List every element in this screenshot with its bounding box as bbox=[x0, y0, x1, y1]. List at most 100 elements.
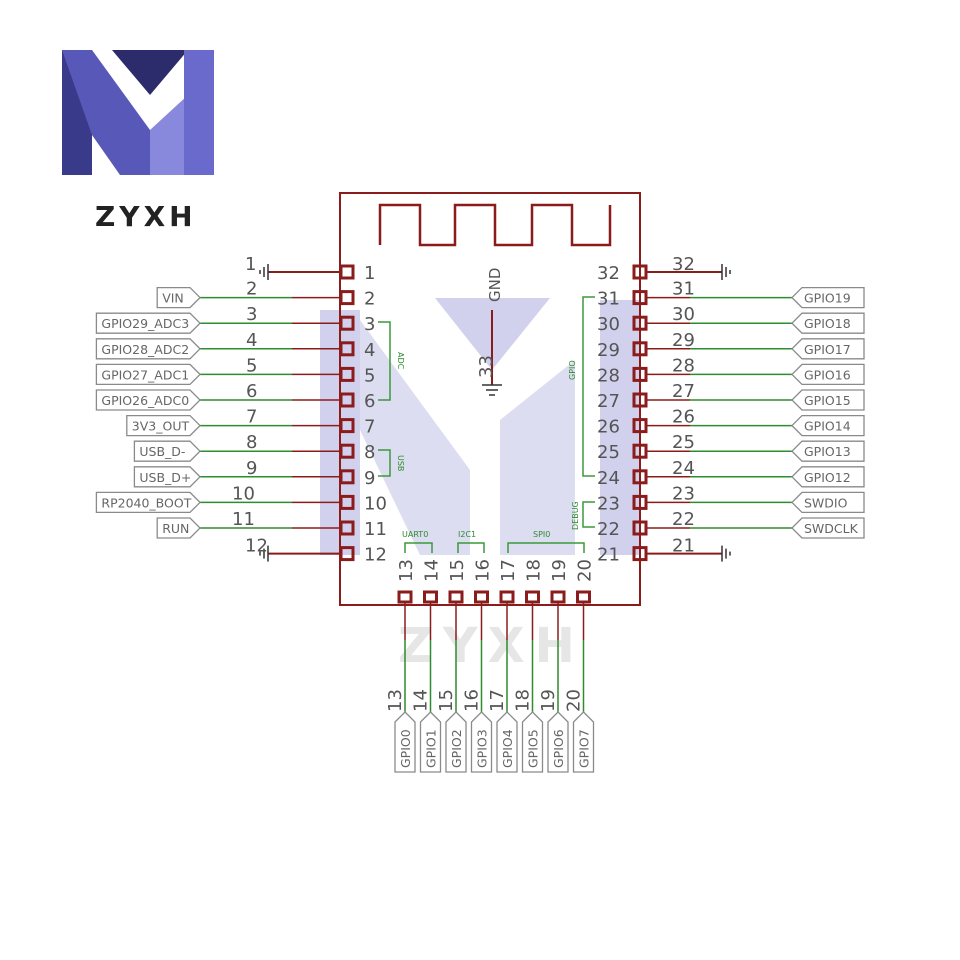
gnd-pin-33: GND 33 bbox=[476, 268, 504, 396]
pin-pad bbox=[632, 469, 648, 485]
group-label-debug: DEBUG bbox=[571, 501, 580, 530]
pin-number-outside: 27 bbox=[672, 381, 695, 402]
pin-number-outside: 16 bbox=[462, 689, 483, 712]
pin-label-tag bbox=[445, 711, 467, 773]
pin-number-outside: 3 bbox=[246, 304, 257, 325]
pin-label-tag bbox=[419, 711, 442, 773]
pin-pad bbox=[339, 418, 355, 434]
pin-number-inside: 21 bbox=[597, 545, 620, 566]
pin-label: GPIO27_ADC1 bbox=[101, 367, 189, 382]
pin-pad bbox=[632, 443, 648, 459]
watermark-text: ZYXH bbox=[398, 618, 585, 674]
pin-number-inside: 32 bbox=[597, 263, 620, 284]
pin-number-inside: 17 bbox=[498, 559, 519, 582]
pin-number-inside: 18 bbox=[524, 559, 545, 582]
pin-number-outside: 2 bbox=[246, 279, 257, 300]
pin-label: 3V3_OUT bbox=[132, 419, 190, 434]
pin-number-inside: 19 bbox=[549, 559, 570, 582]
pin-label: GPIO2 bbox=[449, 729, 464, 768]
pin-label: GPIO14 bbox=[804, 419, 851, 434]
pin-label: GPIO6 bbox=[551, 729, 566, 768]
pin-number-outside: 8 bbox=[246, 432, 257, 453]
pin-label-tag bbox=[791, 440, 865, 462]
pin-number-inside: 4 bbox=[364, 340, 375, 361]
brand-name: ZYXH bbox=[95, 200, 197, 233]
pin-number-inside: 28 bbox=[597, 365, 620, 386]
pin-number-inside: 13 bbox=[396, 559, 417, 582]
pin-number-inside: 20 bbox=[575, 559, 596, 582]
group-label-spi: SPI0 bbox=[533, 530, 550, 539]
pin-number-outside: 17 bbox=[487, 689, 508, 712]
pin-label-tag bbox=[470, 711, 493, 773]
pin-number-outside: 4 bbox=[246, 330, 257, 351]
pin-label: GPIO4 bbox=[500, 729, 515, 768]
pin-number-inside: 8 bbox=[364, 442, 375, 463]
pin-label: GPIO28_ADC2 bbox=[101, 342, 189, 357]
pin-number-inside: 14 bbox=[422, 559, 443, 582]
ground-symbol bbox=[259, 264, 269, 280]
pin-number-inside: 11 bbox=[364, 519, 387, 540]
pin-pad bbox=[499, 590, 515, 604]
group-label-uart: UART0 bbox=[402, 530, 428, 539]
group-labels: ADC USB GPIO DEBUG UART0 I2C1 SPI0 bbox=[396, 352, 580, 539]
antenna-trace bbox=[378, 203, 612, 247]
pin-number-outside: 25 bbox=[672, 432, 695, 453]
pin-pad bbox=[339, 546, 355, 562]
pin-number-inside: 25 bbox=[597, 442, 620, 463]
pin-label-tag bbox=[791, 517, 865, 539]
pin-label-tag bbox=[95, 312, 201, 334]
pin-pad bbox=[339, 494, 355, 510]
pin-label: USB_D- bbox=[139, 444, 185, 459]
pin-pad bbox=[632, 290, 648, 306]
pin-number-inside: 22 bbox=[597, 519, 620, 540]
pin-pad bbox=[632, 418, 648, 434]
pin-number-outside: 22 bbox=[672, 509, 695, 530]
pin-number-inside: 5 bbox=[364, 365, 375, 386]
pin-number-inside: 10 bbox=[364, 493, 387, 514]
pin-number-inside: 23 bbox=[597, 493, 620, 514]
pin-number-outside: 28 bbox=[672, 355, 695, 376]
group-label-usb: USB bbox=[396, 455, 405, 471]
pin-number-outside: 1 bbox=[245, 254, 256, 275]
pin-pad bbox=[339, 315, 355, 331]
pin-number-inside: 16 bbox=[473, 559, 494, 582]
pin-number-inside: 24 bbox=[597, 468, 620, 489]
pin-number-inside: 15 bbox=[447, 559, 468, 582]
pin-number-outside: 6 bbox=[246, 381, 257, 402]
pin-label-tag bbox=[156, 517, 201, 539]
pin-number-outside: 18 bbox=[513, 689, 534, 712]
pin-pad bbox=[632, 392, 648, 408]
pin-label: GPIO15 bbox=[804, 393, 851, 408]
pin-number-inside: 3 bbox=[364, 314, 375, 335]
pin-number-outside: 12 bbox=[245, 536, 268, 557]
pin-label: GPIO16 bbox=[804, 367, 851, 382]
pin-label-tag bbox=[791, 491, 865, 514]
pin-label: GPIO12 bbox=[804, 470, 851, 485]
pin-pad bbox=[339, 341, 355, 357]
pin-label-tag bbox=[133, 466, 201, 488]
pin-label-tag bbox=[572, 711, 595, 773]
gnd-pin-number: 33 bbox=[476, 355, 497, 378]
pin-label-tag bbox=[791, 363, 865, 386]
pin-label-tag bbox=[791, 389, 865, 411]
pin-pad bbox=[339, 520, 355, 536]
pin-number-inside: 30 bbox=[597, 314, 620, 335]
pin-pad bbox=[339, 264, 355, 280]
